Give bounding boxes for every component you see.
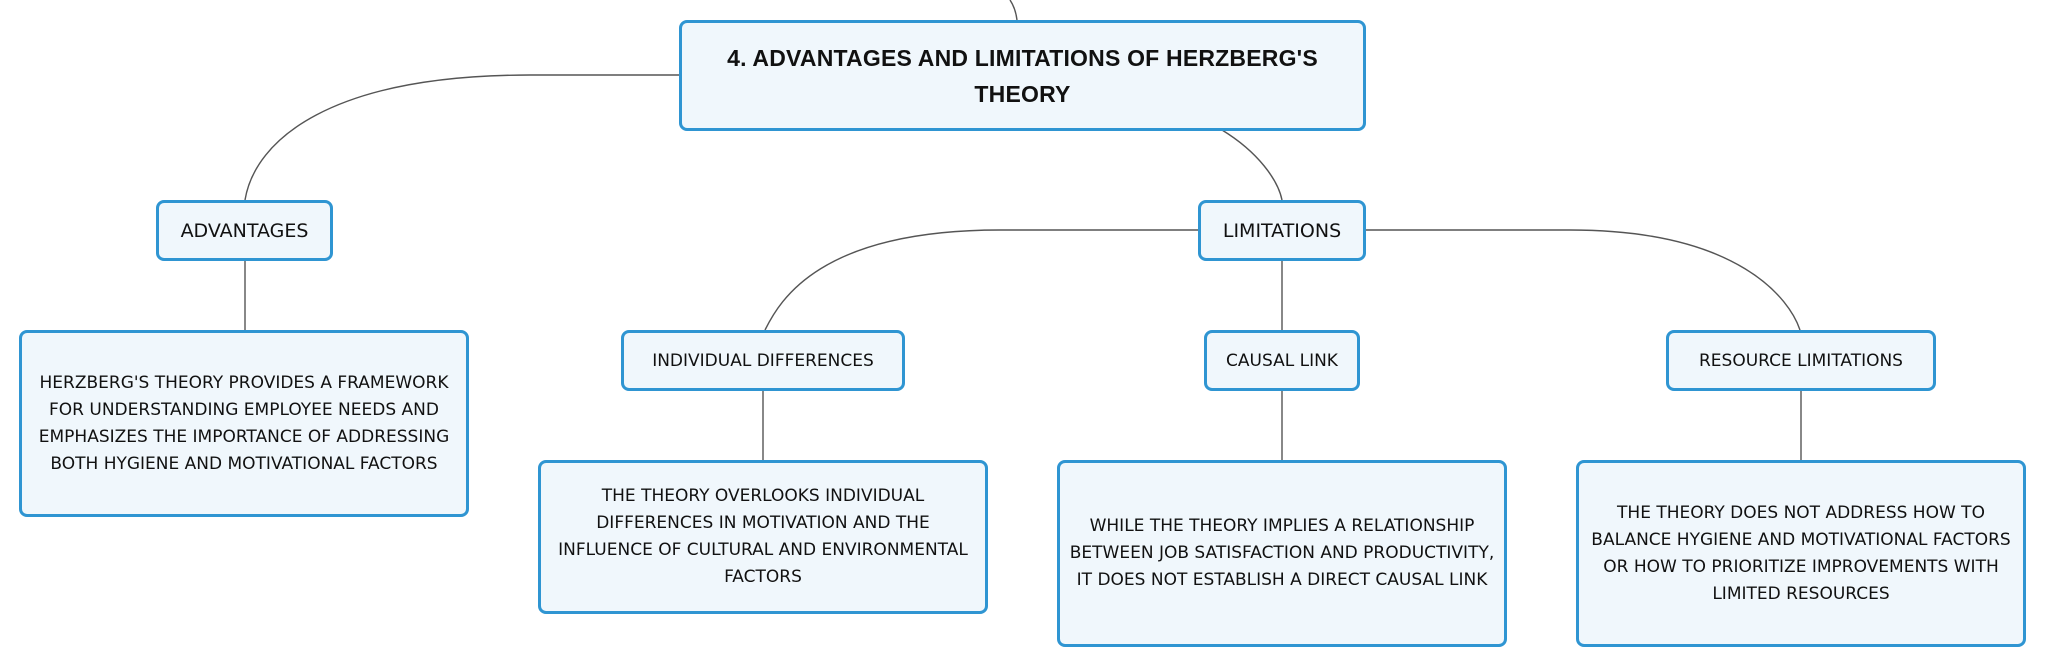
resource-limitations-label: RESOURCE LIMITATIONS <box>1699 350 1903 371</box>
resource-limitations-detail-node[interactable]: THE THEORY DOES NOT ADDRESS HOW TO BALAN… <box>1576 460 2026 647</box>
root-topic-node[interactable]: 4. ADVANTAGES AND LIMITATIONS OF HERZBER… <box>679 20 1366 131</box>
limitations-node[interactable]: LIMITATIONS <box>1198 200 1366 261</box>
advantages-detail-text: HERZBERG'S THEORY PROVIDES A FRAMEWORK F… <box>38 372 450 474</box>
limitations-label: LIMITATIONS <box>1222 219 1342 242</box>
connector-root-to-advantages <box>244 74 679 201</box>
causal-link-label: CAUSAL LINK <box>1226 350 1338 371</box>
causal-link-detail-text: WHILE THE THEORY IMPLIES A RELATIONSHIP … <box>1069 516 1495 590</box>
resource-limitations-detail-text: THE THEORY DOES NOT ADDRESS HOW TO BALAN… <box>1591 502 2011 604</box>
advantages-label: ADVANTAGES <box>180 219 309 242</box>
causal-link-detail-node[interactable]: WHILE THE THEORY IMPLIES A RELATIONSHIP … <box>1057 460 1507 647</box>
causal-link-node[interactable]: CAUSAL LINK <box>1204 330 1360 391</box>
resource-limitations-node[interactable]: RESOURCE LIMITATIONS <box>1666 330 1936 391</box>
connector-root-to-limitations <box>1221 129 1283 201</box>
individual-differences-detail-text: THE THEORY OVERLOOKS INDIVIDUAL DIFFEREN… <box>558 486 968 587</box>
advantages-detail-node[interactable]: HERZBERG'S THEORY PROVIDES A FRAMEWORK F… <box>19 330 469 517</box>
connector-limitations-to-resource-limitations <box>1366 229 1801 331</box>
individual-differences-label: INDIVIDUAL DIFFERENCES <box>652 350 874 371</box>
connector-parent-to-root <box>1009 0 1018 21</box>
advantages-node[interactable]: ADVANTAGES <box>156 200 333 261</box>
root-topic-label: 4. ADVANTAGES AND LIMITATIONS OF HERZBER… <box>727 44 1318 107</box>
individual-differences-node[interactable]: INDIVIDUAL DIFFERENCES <box>621 330 905 391</box>
connector-limitations-to-individual-differences <box>764 229 1198 331</box>
individual-differences-detail-node[interactable]: THE THEORY OVERLOOKS INDIVIDUAL DIFFEREN… <box>538 460 988 614</box>
